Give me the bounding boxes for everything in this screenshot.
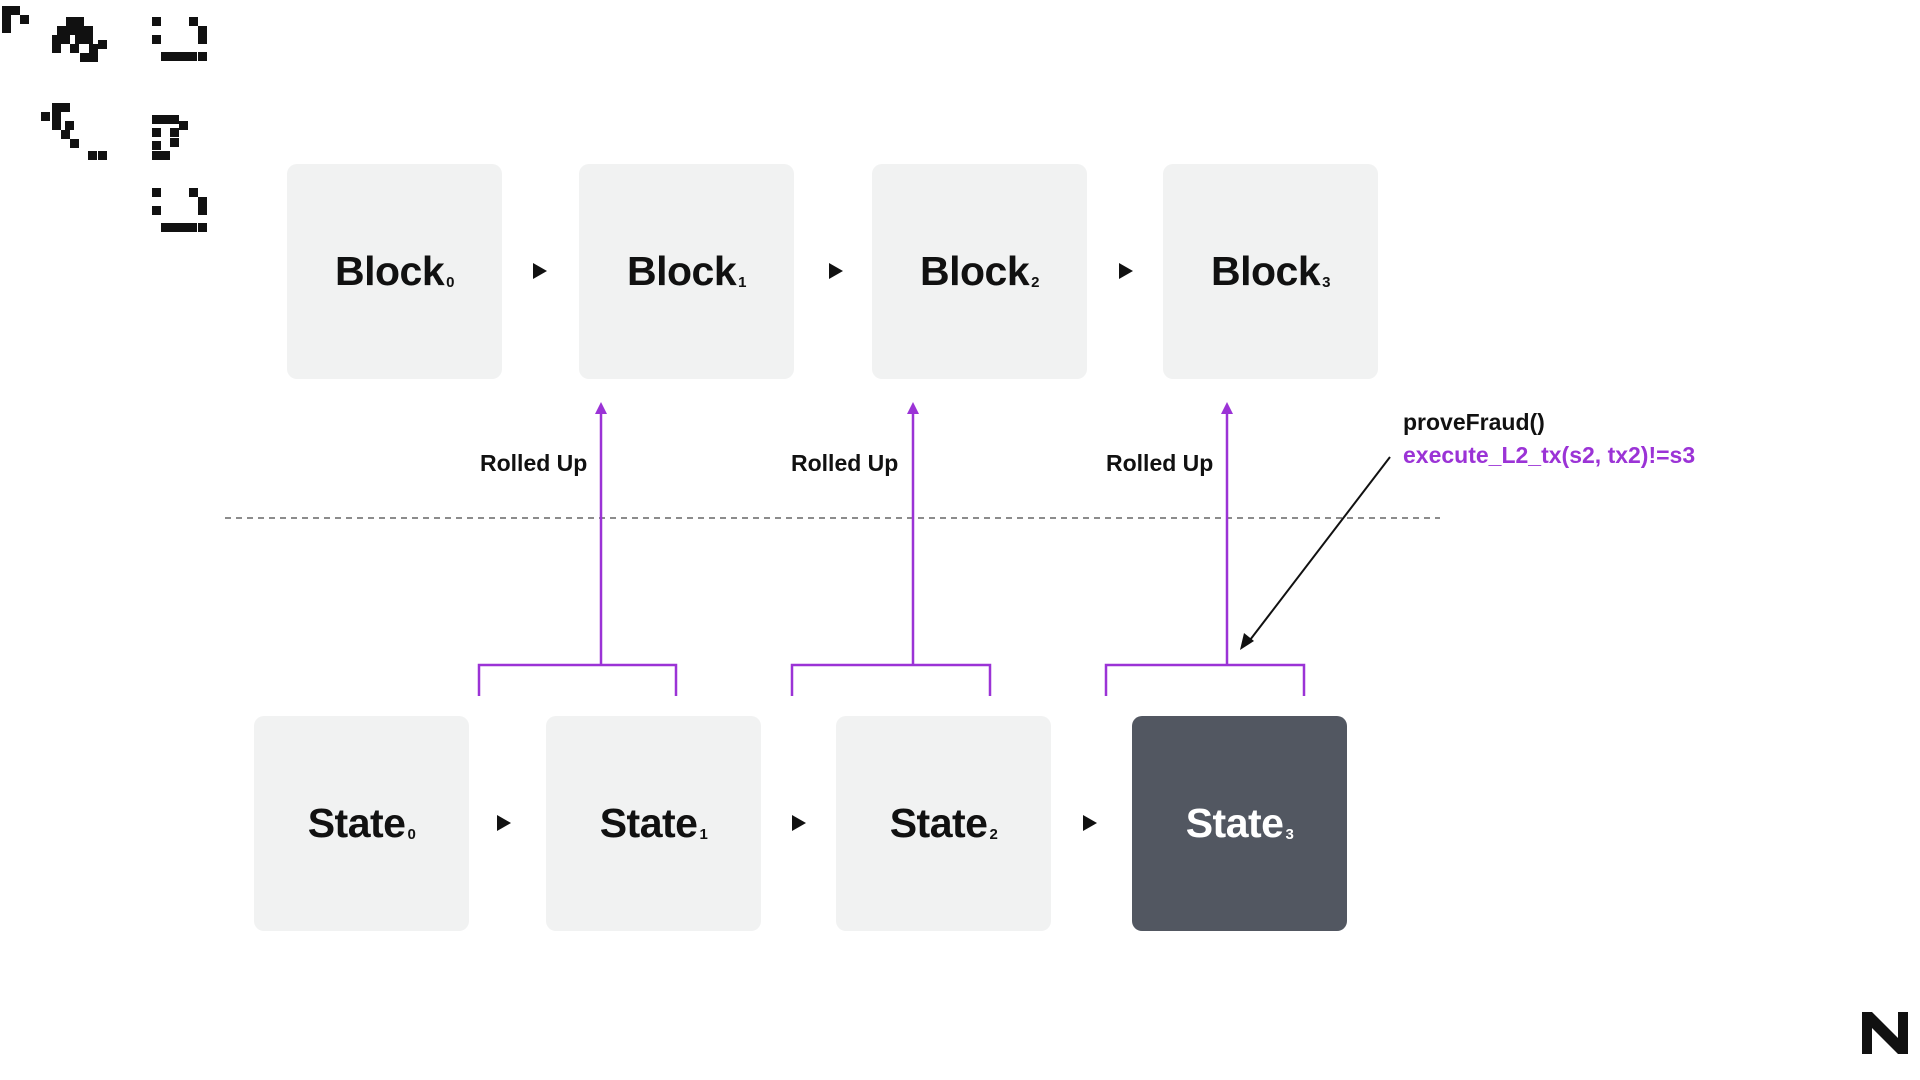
pixel-glyph-icon (0, 0, 220, 260)
block-subscript: 2 (1031, 274, 1039, 291)
state-subscript: 0 (407, 826, 416, 843)
rollup-label-1: Rolled Up (480, 450, 588, 476)
block-subscript: 1 (738, 274, 746, 291)
rollup-connector (1104, 402, 1306, 696)
right-triangle-arrow-icon (792, 815, 806, 831)
fraud-condition: execute_L2_tx(s2, tx2)!=s3 (1403, 442, 1696, 468)
right-triangle-arrow-icon (1083, 815, 1097, 831)
state-subscript: 3 (1285, 826, 1294, 843)
state-subscript: 1 (699, 826, 708, 843)
rollup-label-3: Rolled Up (1106, 450, 1214, 476)
block-subscript: 3 (1322, 274, 1330, 291)
state-label: State (599, 800, 698, 846)
state-label: State (889, 800, 988, 846)
right-triangle-arrow-icon (1119, 263, 1133, 279)
rollup-label-2: Rolled Up (791, 450, 899, 476)
n-logo-icon (1862, 1012, 1908, 1054)
right-triangle-arrow-icon (533, 263, 547, 279)
state-label: State (307, 800, 406, 846)
rollup-connector (477, 402, 678, 696)
rollup-connector (790, 402, 992, 696)
state-label: State (1185, 800, 1284, 846)
right-triangle-arrow-icon (497, 815, 511, 831)
right-triangle-arrow-icon (829, 263, 843, 279)
block-label: Block (335, 248, 445, 294)
block-label: Block (627, 248, 737, 294)
prove-fraud-call: proveFraud() (1403, 409, 1545, 435)
fraud-proof-pointer (1240, 456, 1391, 650)
block-subscript: 0 (446, 274, 454, 291)
state-subscript: 2 (989, 826, 998, 843)
block-label: Block (1211, 248, 1321, 294)
block-label: Block (920, 248, 1030, 294)
